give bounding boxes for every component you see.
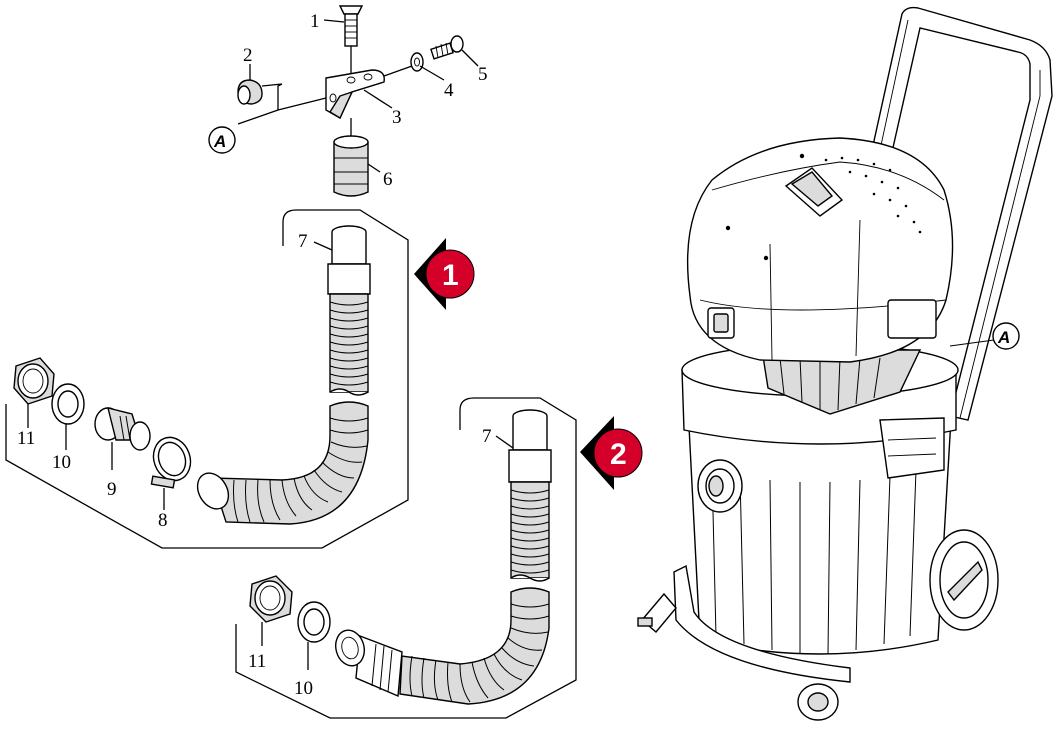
label-part-11-variant-2: 11 (248, 651, 266, 672)
hose-upper-variant-1 (327, 225, 371, 396)
variant-1-group: 7 8 9 10 11 1 (5, 209, 475, 549)
washer-part-4 (410, 52, 424, 72)
callout-a-right: A (992, 322, 1020, 350)
label-part-3: 3 (392, 107, 402, 128)
label-part-10-variant-2: 10 (294, 678, 313, 699)
svg-text:1: 1 (442, 259, 459, 292)
label-part-1: 1 (310, 11, 320, 32)
hose-lower-variant-2 (399, 587, 550, 705)
screw-part-5 (430, 35, 464, 60)
buffer-part-6 (333, 118, 369, 197)
label-part-7-variant-2: 7 (482, 426, 492, 447)
bracket-part-3 (325, 69, 385, 120)
label-part-4: 4 (444, 80, 454, 101)
hardware-group: 1 2 3 4 5 6 A (208, 5, 488, 197)
hose-lower-variant-1 (196, 401, 369, 525)
svg-text:2: 2 (610, 438, 627, 471)
nut-part-11-variant-2 (249, 575, 293, 623)
svg-text:A: A (213, 132, 226, 151)
washer-part-10-variant-1 (51, 383, 85, 425)
vacuum-cleaner-illustration: A (637, 6, 1053, 721)
clamp-part-8 (150, 436, 192, 489)
hose-upper-variant-2 (508, 409, 552, 582)
cap-part-2 (237, 79, 263, 105)
variant-2-group: 7 10 11 2 (235, 397, 643, 719)
callout-a-top: A (208, 126, 236, 154)
nut-part-11-variant-1 (13, 357, 55, 405)
label-part-10-variant-1: 10 (52, 452, 71, 473)
nipple-part-9 (94, 407, 151, 451)
label-part-11-variant-1: 11 (17, 428, 35, 449)
svg-text:A: A (997, 328, 1010, 347)
screw-part-1 (338, 5, 364, 76)
variant-1-badge: 1 (414, 238, 475, 310)
variant-2-badge: 2 (580, 416, 643, 490)
label-part-6: 6 (383, 169, 393, 190)
label-part-8: 8 (158, 510, 168, 531)
label-part-7-variant-1: 7 (298, 231, 308, 252)
label-part-5: 5 (478, 64, 488, 85)
label-part-2: 2 (243, 45, 253, 66)
connector-variant-2 (334, 629, 403, 698)
label-part-9: 9 (107, 479, 117, 500)
washer-part-10-variant-2 (297, 601, 331, 643)
